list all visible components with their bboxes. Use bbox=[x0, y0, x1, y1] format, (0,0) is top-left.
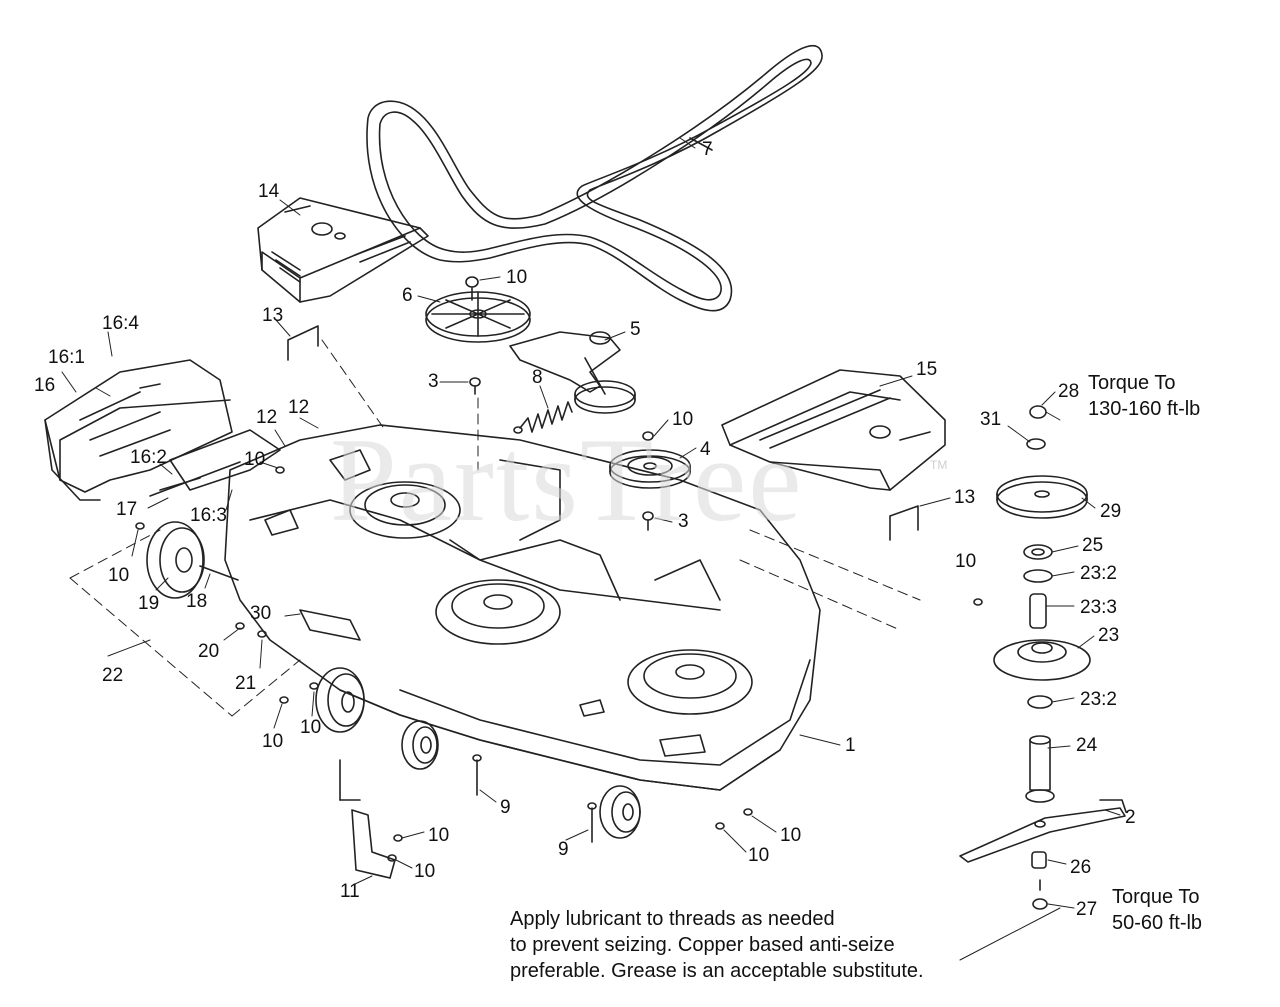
callout-8: 8 bbox=[532, 367, 543, 388]
callout-29: 29 bbox=[1100, 501, 1122, 522]
callout-24: 24 bbox=[1076, 735, 1098, 756]
torque-note-upper: Torque To 130-160 ft-lb bbox=[1088, 370, 1200, 422]
gauge-wheel-mid bbox=[315, 667, 365, 733]
idler-pulley bbox=[425, 276, 531, 343]
callout-10i: 10 bbox=[428, 825, 450, 846]
callout-9b: 9 bbox=[558, 839, 569, 860]
assembly-guides bbox=[69, 339, 921, 717]
callout-23-3: 23:3 bbox=[1080, 597, 1117, 618]
torque-note-lower-line1: Torque To bbox=[1112, 886, 1200, 908]
callout-3: 3 bbox=[428, 371, 439, 392]
gauge-wheel-front-right bbox=[599, 785, 641, 839]
callout-2: 2 bbox=[1125, 807, 1136, 828]
callout-9a: 9 bbox=[500, 797, 511, 818]
carriage-bolts bbox=[135, 466, 983, 862]
callout-10k: 10 bbox=[748, 845, 770, 866]
callout-10d: 10 bbox=[955, 551, 977, 572]
torque-note-lower-line2: 50-60 ft-lb bbox=[1112, 912, 1203, 934]
callout-14: 14 bbox=[258, 181, 280, 202]
callout-16: 16 bbox=[34, 375, 56, 396]
callout-11: 11 bbox=[340, 881, 360, 902]
leader-lines bbox=[61, 137, 1121, 961]
callout-13b: 13 bbox=[954, 487, 976, 508]
gauge-wheel-front-left bbox=[401, 720, 439, 770]
discharge-deflector bbox=[44, 359, 233, 501]
callout-31: 31 bbox=[980, 409, 1002, 430]
idler-arm bbox=[509, 331, 636, 414]
drive-belt bbox=[366, 44, 823, 312]
callout-19: 19 bbox=[138, 593, 160, 614]
torque-note-upper-line1: Torque To bbox=[1088, 372, 1176, 394]
callout-16-4: 16:4 bbox=[102, 313, 139, 334]
callout-10e: 10 bbox=[108, 565, 130, 586]
lubricant-note: Apply lubricant to threads as needed to … bbox=[510, 906, 924, 984]
callout-10c: 10 bbox=[244, 449, 266, 470]
callout-21: 21 bbox=[235, 673, 257, 694]
callout-27: 27 bbox=[1076, 899, 1098, 920]
callout-18: 18 bbox=[186, 591, 208, 612]
callout-23-2b: 23:2 bbox=[1080, 689, 1117, 710]
callout-12b: 12 bbox=[256, 407, 278, 428]
lubricant-note-line3: preferable. Grease is an acceptable subs… bbox=[510, 960, 924, 982]
callout-10h: 10 bbox=[300, 717, 322, 738]
callout-23-2a: 23:2 bbox=[1080, 563, 1117, 584]
stationary-pulley bbox=[609, 449, 691, 489]
callout-10: 10 bbox=[506, 267, 528, 288]
callout-10j: 10 bbox=[780, 825, 802, 846]
callout-3b: 3 bbox=[678, 511, 689, 532]
callout-16-2: 16:2 bbox=[130, 447, 167, 468]
callout-23: 23 bbox=[1098, 625, 1120, 646]
callout-5: 5 bbox=[630, 319, 641, 340]
blade-bolt-washer bbox=[1031, 851, 1048, 910]
callout-10g: 10 bbox=[262, 731, 284, 752]
callout-17: 17 bbox=[116, 499, 138, 520]
lubricant-note-line1: Apply lubricant to threads as needed bbox=[510, 908, 835, 930]
watermark-trademark: TM bbox=[930, 458, 948, 472]
callout-20: 20 bbox=[198, 641, 220, 662]
deflector-bracket bbox=[149, 429, 281, 497]
belt-cover-left bbox=[257, 197, 429, 303]
tension-spring bbox=[513, 401, 573, 434]
torque-note-upper-line2: 130-160 ft-lb bbox=[1088, 398, 1201, 420]
callout-6: 6 bbox=[402, 285, 413, 306]
callout-28: 28 bbox=[1058, 381, 1080, 402]
hardware-bolts bbox=[287, 325, 919, 541]
callout-16-3: 16:3 bbox=[190, 505, 227, 526]
torque-note-lower: Torque To 50-60 ft-lb bbox=[1112, 884, 1202, 936]
lubricant-note-line2: to prevent seizing. Copper based anti-se… bbox=[510, 934, 895, 956]
gauge-wheel-left bbox=[146, 521, 239, 599]
callout-26: 26 bbox=[1070, 857, 1092, 878]
callout-16-1: 16:1 bbox=[48, 347, 85, 368]
mower-deck-shell bbox=[224, 424, 821, 791]
cutting-blade bbox=[959, 799, 1127, 863]
callout-13: 13 bbox=[262, 305, 284, 326]
callout-10l: 10 bbox=[414, 861, 436, 882]
belt-cover-right bbox=[721, 369, 946, 491]
callout-25: 25 bbox=[1082, 535, 1104, 556]
callout-1: 1 bbox=[845, 735, 856, 756]
spindle-assembly bbox=[993, 405, 1091, 803]
callout-4: 4 bbox=[700, 439, 711, 460]
callout-10b: 10 bbox=[672, 409, 694, 430]
callout-15: 15 bbox=[916, 359, 938, 380]
anti-scalp-bracket bbox=[339, 759, 396, 879]
callout-7: 7 bbox=[702, 139, 713, 160]
callout-12a: 12 bbox=[288, 397, 310, 418]
callout-30: 30 bbox=[250, 603, 272, 624]
callout-22: 22 bbox=[102, 665, 124, 686]
